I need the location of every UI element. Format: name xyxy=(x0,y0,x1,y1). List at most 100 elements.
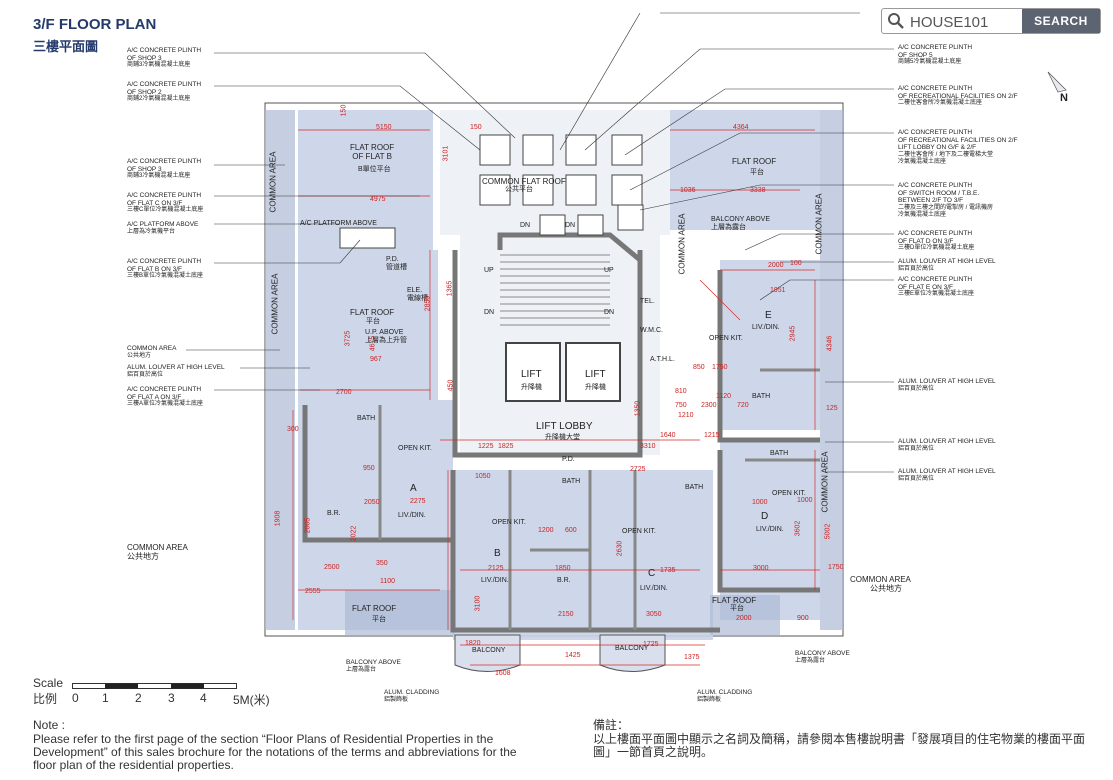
room-flat-roof-e: FLAT ROOF xyxy=(732,157,777,166)
room-flat-roof-d-zh: 平台 xyxy=(730,605,744,612)
room-up-above-zh: 上層為上升管 xyxy=(365,337,407,344)
room-flat-roof-b-zh: B單位平台 xyxy=(358,166,391,173)
room-balcony-above: BALCONY ABOVE xyxy=(711,216,771,223)
room-ele-zh: 電線槽 xyxy=(407,295,428,302)
unit-b-livdin: LIV./DIN. xyxy=(481,577,509,584)
scale-tick-2: 2 xyxy=(135,691,142,705)
note-en-body: Please refer to the first page of the se… xyxy=(33,732,517,772)
unit-c-bath: BATH xyxy=(685,484,704,491)
unit-e-livdin: LIV./DIN. xyxy=(752,324,780,331)
room-ele: ELE. xyxy=(407,287,423,294)
unit-a-livdin: LIV./DIN. xyxy=(398,512,426,519)
north-arrow: N xyxy=(1046,70,1086,115)
unit-a-br: B.R. xyxy=(327,510,341,517)
room-athl: A.T.H.L. xyxy=(650,356,675,363)
note-zh-title: 備註： xyxy=(593,718,630,732)
common-area-v3: COMMON AREA xyxy=(677,213,687,275)
room-balcony-above-zh: 上層為露台 xyxy=(711,224,746,231)
unit-a-letter: A xyxy=(410,483,417,494)
unit-e-letter: E xyxy=(765,310,772,321)
room-up-above: U.P. ABOVE xyxy=(365,329,404,336)
note-en-title: Note : xyxy=(33,718,66,732)
north-label: N xyxy=(1060,92,1068,104)
room-lift-2: LIFT xyxy=(585,369,606,380)
unit-c-livdin: LIV./DIN. xyxy=(640,585,668,592)
stair-up-1: UP xyxy=(484,267,494,274)
unit-a-bath: BATH xyxy=(357,415,376,422)
unit-b-balcony: BALCONY xyxy=(472,647,506,654)
flat-roof-b-area xyxy=(298,110,433,250)
right-label-2: A/C CONCRETE PLINTH OF RECREATIONAL FACI… xyxy=(898,129,1018,165)
common-area-v4: COMMON AREA xyxy=(814,193,824,255)
scale-tick-4: 4 xyxy=(200,691,207,705)
room-flat-roof-a: FLAT ROOF xyxy=(350,308,395,317)
scale-tick-1: 1 xyxy=(102,691,109,705)
room-lift-lobby-zh: 升降機大堂 xyxy=(545,434,580,441)
room-flat-roof-d: FLAT ROOF xyxy=(712,596,757,605)
scale-label-zh: 比例 xyxy=(33,692,58,706)
room-flat-roof-b: FLAT ROOF OF FLAT B xyxy=(350,143,395,161)
stair-dn-1: DN xyxy=(484,309,495,316)
room-lift-lobby: LIFT LOBBY xyxy=(536,421,593,432)
unit-c-letter: C xyxy=(648,568,656,579)
search-icon xyxy=(888,13,904,29)
room-lift-2-zh: 升降機 xyxy=(585,384,606,391)
unit-b-bath: BATH xyxy=(562,478,581,485)
unit-e-kit: OPEN KIT. xyxy=(709,335,743,342)
page-title: 3/F FLOOR PLAN xyxy=(33,16,157,33)
search-input[interactable] xyxy=(908,11,1024,33)
unit-d-bath: BATH xyxy=(770,450,789,457)
room-pd-2: P.D. xyxy=(562,456,575,463)
unit-a-kit: OPEN KIT. xyxy=(398,445,432,452)
scale-tick-5: 5M(米) xyxy=(233,693,270,707)
right-label-3: A/C CONCRETE PLINTH OF SWITCH ROOM / T.B… xyxy=(898,182,994,218)
room-flat-roof-e-zh: 平台 xyxy=(750,169,764,176)
scale-tick-0: 0 xyxy=(72,691,79,705)
room-lift-1-zh: 升降機 xyxy=(521,384,542,391)
note-zh-body: 以上樓面平面圖中顯示之名詞及簡稱，請參閱本售樓說明書「發展項目的住宅物業的樓面平… xyxy=(593,732,1086,759)
scale-label: Scale xyxy=(33,676,64,690)
unit-b-letter: B xyxy=(494,548,501,559)
stair-dn-4: DN xyxy=(565,222,576,229)
room-tel: TEL. xyxy=(640,298,655,305)
common-area-v1: COMMON AREA xyxy=(268,151,278,213)
room-pd: P.D. xyxy=(386,256,399,263)
room-lift-1: LIFT xyxy=(521,369,542,380)
common-area-v5: COMMON AREA xyxy=(820,451,830,513)
north-arrow-icon xyxy=(1047,71,1067,93)
unit-d-letter: D xyxy=(761,511,769,522)
unit-b-br: B.R. xyxy=(557,577,571,584)
unit-d-livdin: LIV./DIN. xyxy=(756,526,784,533)
unit-e-bath: BATH xyxy=(752,393,771,400)
unit-c-balcony: BALCONY xyxy=(615,645,649,652)
room-pd-zh: 管道槽 xyxy=(386,264,407,271)
unit-c-kit: OPEN KIT. xyxy=(622,528,656,535)
lift-1 xyxy=(505,342,561,402)
search-button[interactable]: SEARCH xyxy=(1022,9,1100,33)
room-wmc: W.M.C. xyxy=(640,327,663,334)
room-flat-roof-b2-zh: 平台 xyxy=(372,616,386,623)
scale-bar xyxy=(72,683,237,689)
room-flat-roof-a-zh: 平台 xyxy=(366,318,380,325)
